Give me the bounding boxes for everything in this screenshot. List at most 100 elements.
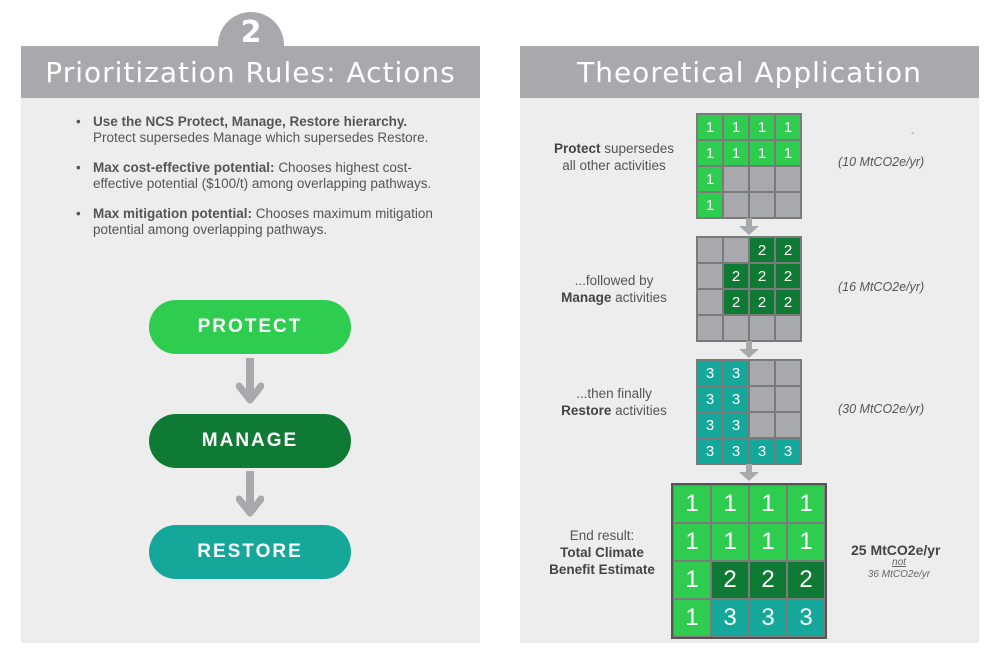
restore-pill: RESTORE xyxy=(149,525,351,579)
manage-step-pre: ...followed by xyxy=(574,273,654,288)
result-pre: End result: xyxy=(569,528,635,543)
empty-cell xyxy=(775,360,801,386)
restore-cell: 3 xyxy=(775,438,801,464)
manage-cell: 2 xyxy=(749,289,775,315)
down-arrow-icon xyxy=(236,358,264,404)
manage-cell: 2 xyxy=(775,263,801,289)
restore-step-label: ...then finally Restore activities xyxy=(548,385,680,419)
rule-item: Use the NCS Protect, Manage, Restore hie… xyxy=(76,114,446,146)
restore-cell: 3 xyxy=(723,386,749,412)
rule-heading: Max mitigation potential: xyxy=(93,206,253,221)
manage-cell: 2 xyxy=(749,561,787,599)
restore-cell: 3 xyxy=(697,386,723,412)
down-arrow-icon xyxy=(739,341,759,358)
down-arrow-icon xyxy=(739,464,759,481)
tick-mark: - xyxy=(911,128,915,139)
empty-cell xyxy=(775,386,801,412)
empty-cell xyxy=(723,237,749,263)
empty-cell xyxy=(749,412,775,438)
manage-cell: 2 xyxy=(775,237,801,263)
restore-cell: 3 xyxy=(787,599,825,637)
protect-cell: 1 xyxy=(673,561,711,599)
manage-cell: 2 xyxy=(711,561,749,599)
empty-cell xyxy=(749,192,775,218)
restore-cell: 3 xyxy=(697,438,723,464)
restore-cell: 3 xyxy=(749,599,787,637)
empty-cell xyxy=(749,386,775,412)
empty-cell xyxy=(697,315,723,341)
down-arrow-icon xyxy=(739,218,759,235)
rule-text: Chooses highest cost-effective potential… xyxy=(93,160,432,191)
restore-cell: 3 xyxy=(697,360,723,386)
manage-value: (16 MtCO2e/yr) xyxy=(838,280,925,294)
protect-step-label: Protect supersedes all other activities xyxy=(548,140,680,174)
empty-cell xyxy=(723,315,749,341)
empty-cell xyxy=(723,166,749,192)
protect-cell: 1 xyxy=(775,140,801,166)
rule-text: Protect supersedes Manage which supersed… xyxy=(93,130,429,145)
result-label: End result: Total Climate Benefit Estima… xyxy=(540,527,664,578)
protect-cell: 1 xyxy=(711,485,749,523)
manage-cell: 2 xyxy=(723,263,749,289)
empty-cell xyxy=(697,289,723,315)
protect-value: (10 MtCO2e/yr) xyxy=(838,155,925,169)
manage-cell: 2 xyxy=(787,561,825,599)
application-title: Theoretical Application xyxy=(577,55,922,89)
protect-cell: 1 xyxy=(749,523,787,561)
empty-cell xyxy=(749,360,775,386)
protect-cell: 1 xyxy=(711,523,749,561)
manage-cell: 2 xyxy=(723,289,749,315)
empty-cell xyxy=(775,315,801,341)
restore-cell: 3 xyxy=(711,599,749,637)
restore-step-text: activities xyxy=(615,403,667,418)
protect-cell: 1 xyxy=(749,140,775,166)
empty-cell xyxy=(775,192,801,218)
protect-step-text: supersedes all other activities xyxy=(562,141,675,173)
restore-cell: 3 xyxy=(749,438,775,464)
rule-item: Max cost-effective potential: Chooses hi… xyxy=(76,160,446,192)
step-number-badge: 2 xyxy=(218,12,284,52)
protect-step-bold: Protect xyxy=(553,141,601,156)
result-bold: Total Climate Benefit Estimate xyxy=(549,545,655,577)
restore-value: (30 MtCO2e/yr) xyxy=(838,402,925,416)
manage-step-text: activities xyxy=(615,290,667,305)
total-estimate-value: 25 MtCO2e/yr xyxy=(851,542,941,558)
empty-cell xyxy=(749,315,775,341)
manage-step-bold: Manage xyxy=(561,290,612,305)
protect-cell: 1 xyxy=(787,485,825,523)
alternate-estimate-value: 36 MtCO2e/yr xyxy=(867,569,931,580)
empty-cell xyxy=(697,237,723,263)
restore-cell: 3 xyxy=(723,438,749,464)
rule-item: Max mitigation potential: Chooses maximu… xyxy=(76,206,446,238)
protect-cell: 1 xyxy=(673,599,711,637)
protect-cell: 1 xyxy=(697,192,723,218)
protect-cell: 1 xyxy=(697,140,723,166)
empty-cell xyxy=(775,166,801,192)
rules-title: Prioritization Rules: Actions xyxy=(45,55,456,89)
rules-list: Use the NCS Protect, Manage, Restore hie… xyxy=(76,114,446,252)
protect-cell: 1 xyxy=(673,485,711,523)
rule-text: Chooses maximum mitigation potential amo… xyxy=(93,206,433,237)
rule-heading: Use the NCS Protect, Manage, Restore hie… xyxy=(93,114,408,129)
protect-cell: 1 xyxy=(749,485,787,523)
manage-cell: 2 xyxy=(775,289,801,315)
restore-cell: 3 xyxy=(697,412,723,438)
manage-pill: MANAGE xyxy=(149,414,351,468)
protect-cell: 1 xyxy=(723,140,749,166)
manage-cell: 2 xyxy=(749,263,775,289)
application-header: Theoretical Application xyxy=(520,46,979,98)
protect-cell: 1 xyxy=(697,114,723,140)
protect-cell: 1 xyxy=(749,114,775,140)
restore-step-pre: ...then finally xyxy=(576,386,652,401)
manage-cell: 2 xyxy=(749,237,775,263)
empty-cell xyxy=(697,263,723,289)
restore-cell: 3 xyxy=(723,412,749,438)
protect-cell: 1 xyxy=(697,166,723,192)
restore-step-bold: Restore xyxy=(561,403,612,418)
rules-header: Prioritization Rules: Actions xyxy=(21,46,480,98)
empty-cell xyxy=(749,166,775,192)
